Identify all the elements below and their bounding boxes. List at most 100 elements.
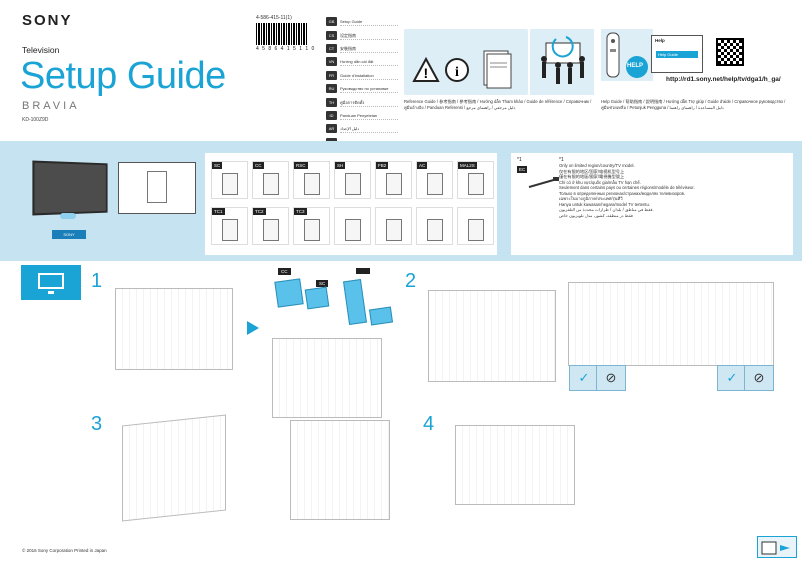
card-tag-sc: SC <box>316 280 329 287</box>
card-tag-cc: CC <box>278 268 291 275</box>
tv-icon <box>21 265 81 300</box>
note-tag: EC <box>517 166 528 173</box>
accessory-shape <box>468 173 484 195</box>
language-code: CS <box>326 30 337 40</box>
check-ok-icon: ✓ <box>569 365 599 391</box>
language-title: 设定指南 <box>340 31 398 40</box>
language-code: CT <box>326 43 337 53</box>
note-line: เฉพาะในบางภูมิภาค/ประเทศ/รุ่นทีวี <box>559 196 623 201</box>
prohibited-icon: ⊘ <box>596 365 626 391</box>
tv-back-illustration <box>118 162 196 214</box>
help-guide-panel: HELP Help Help Guide Help Guide / 帮助指南 /… <box>601 15 794 133</box>
qr-code <box>716 38 744 66</box>
sony-label: SONY <box>52 230 86 239</box>
note-line: فقط در منطقه، کشور، مدل تلویزیون خاص <box>559 212 633 218</box>
note-line: 仅在有限的地区/国家/电视机型号上 <box>559 168 625 174</box>
series-name: BRAVIA <box>22 100 80 112</box>
accessory-tag: SH <box>335 162 346 169</box>
remote-illustration: HELP <box>601 29 653 81</box>
language-title: دليل الإعداد <box>340 124 398 134</box>
help-badge: HELP <box>627 63 644 69</box>
page-turn-icon <box>757 536 797 558</box>
language-title: Panduan Penyetelan <box>340 111 398 120</box>
accessory-tag: AC <box>417 162 428 169</box>
accessory-item <box>457 207 494 245</box>
help-screen-title: Help <box>655 38 665 43</box>
accessory-shape <box>263 173 279 195</box>
language-code: RU <box>326 84 337 94</box>
model-number: KD-100Z9D <box>22 117 49 123</box>
note-line: Only on limited region/country/TV model. <box>559 163 635 168</box>
language-code: FR <box>326 70 337 80</box>
note-panel: *1 EC *1 Only on limited region/country/… <box>511 153 793 255</box>
language-code: TH <box>326 97 337 107</box>
barcode-number: 4 5 8 6 4 1 5 1 1 0 <box>256 46 316 52</box>
card-tag-black <box>356 268 370 274</box>
note-line: Chỉ có ở khu vực/quốc gia/mẫu TV hạn chế… <box>559 179 641 185</box>
accessory-shape <box>427 219 443 241</box>
accessory-shape <box>468 219 484 241</box>
accessory-item: SH <box>334 161 371 199</box>
warning-info-icons: ! i <box>412 50 512 89</box>
note-line: 僅在有限的地區/國家/電視機型號上 <box>559 174 625 179</box>
language-code: ID <box>326 110 337 120</box>
accessory-item: TC3 <box>293 207 330 245</box>
accessory-shape <box>304 173 320 195</box>
language-title: Setup Guide <box>340 17 398 27</box>
accessory-shape <box>345 219 361 241</box>
part-number: 4-586-415-11(1) <box>256 15 292 21</box>
note-line: Seulement dans certains pays ou certaine… <box>559 185 695 190</box>
accessory-tag: FB2 <box>376 162 389 169</box>
accessory-item: AC <box>416 161 453 199</box>
step-2-number: 2 <box>405 270 417 292</box>
language-title: Hướng dẫn cài đặt <box>340 57 398 67</box>
accessory-item: TC1 <box>211 207 248 245</box>
accessory-item: MAL2S <box>457 161 494 199</box>
tv-stand <box>60 213 76 219</box>
accessory-shape <box>386 173 402 195</box>
reference-guide-panel: ! i Reference Guide / 参考指南 / 參考指南 / Hướn… <box>404 15 594 133</box>
language-code: GB <box>326 17 337 27</box>
step-3-carry-drawing <box>290 420 390 520</box>
svg-text:!: ! <box>424 65 429 81</box>
accessory-item: RSC <box>293 161 330 199</box>
small-card <box>304 286 330 310</box>
accessory-shape <box>263 219 279 241</box>
help-screen: Help Help Guide <box>651 35 703 73</box>
accessory-tag: TC1 <box>212 208 225 215</box>
note-line: Hanya untuk kawasan/negara/model TV tert… <box>559 201 650 207</box>
reference-illustration: ! i <box>404 29 528 95</box>
step-4-back-drawing <box>455 425 575 505</box>
accessory-item: CC <box>252 161 289 199</box>
copyright: © 2016 Sony Corporation Printed in Japan <box>22 548 107 553</box>
cable-cover-card <box>274 278 304 308</box>
prohibited-icon-2: ⊘ <box>744 365 774 391</box>
step-1-accessories: CC SC <box>272 268 402 418</box>
accessory-shape <box>345 173 361 195</box>
accessory-tag: TC2 <box>253 208 266 215</box>
reference-guide-text: Reference Guide / 参考指南 / 參考指南 / Hướng dẫ… <box>404 99 592 110</box>
language-title: Guide d'installation <box>340 71 398 80</box>
arrow-right-icon <box>247 321 259 335</box>
step-3-number: 3 <box>91 413 103 435</box>
help-url[interactable]: http://rd1.sony.net/help/tv/dga1/h_ga/ <box>666 76 781 83</box>
language-title: คู่มือการติดตั้ง <box>340 98 398 107</box>
language-title: 安裝指南 <box>340 44 398 53</box>
cable-icon <box>528 177 559 188</box>
accessory-item <box>416 207 453 245</box>
language-code: AR <box>326 124 337 134</box>
accessory-item <box>334 207 371 245</box>
accessory-item <box>375 207 412 245</box>
accessory-tag: RSC <box>294 162 308 169</box>
accessory-item: SC <box>211 161 248 199</box>
accessory-shape <box>386 219 402 241</box>
tv-illustration <box>32 160 108 216</box>
step-3-lift-drawing <box>122 414 226 522</box>
